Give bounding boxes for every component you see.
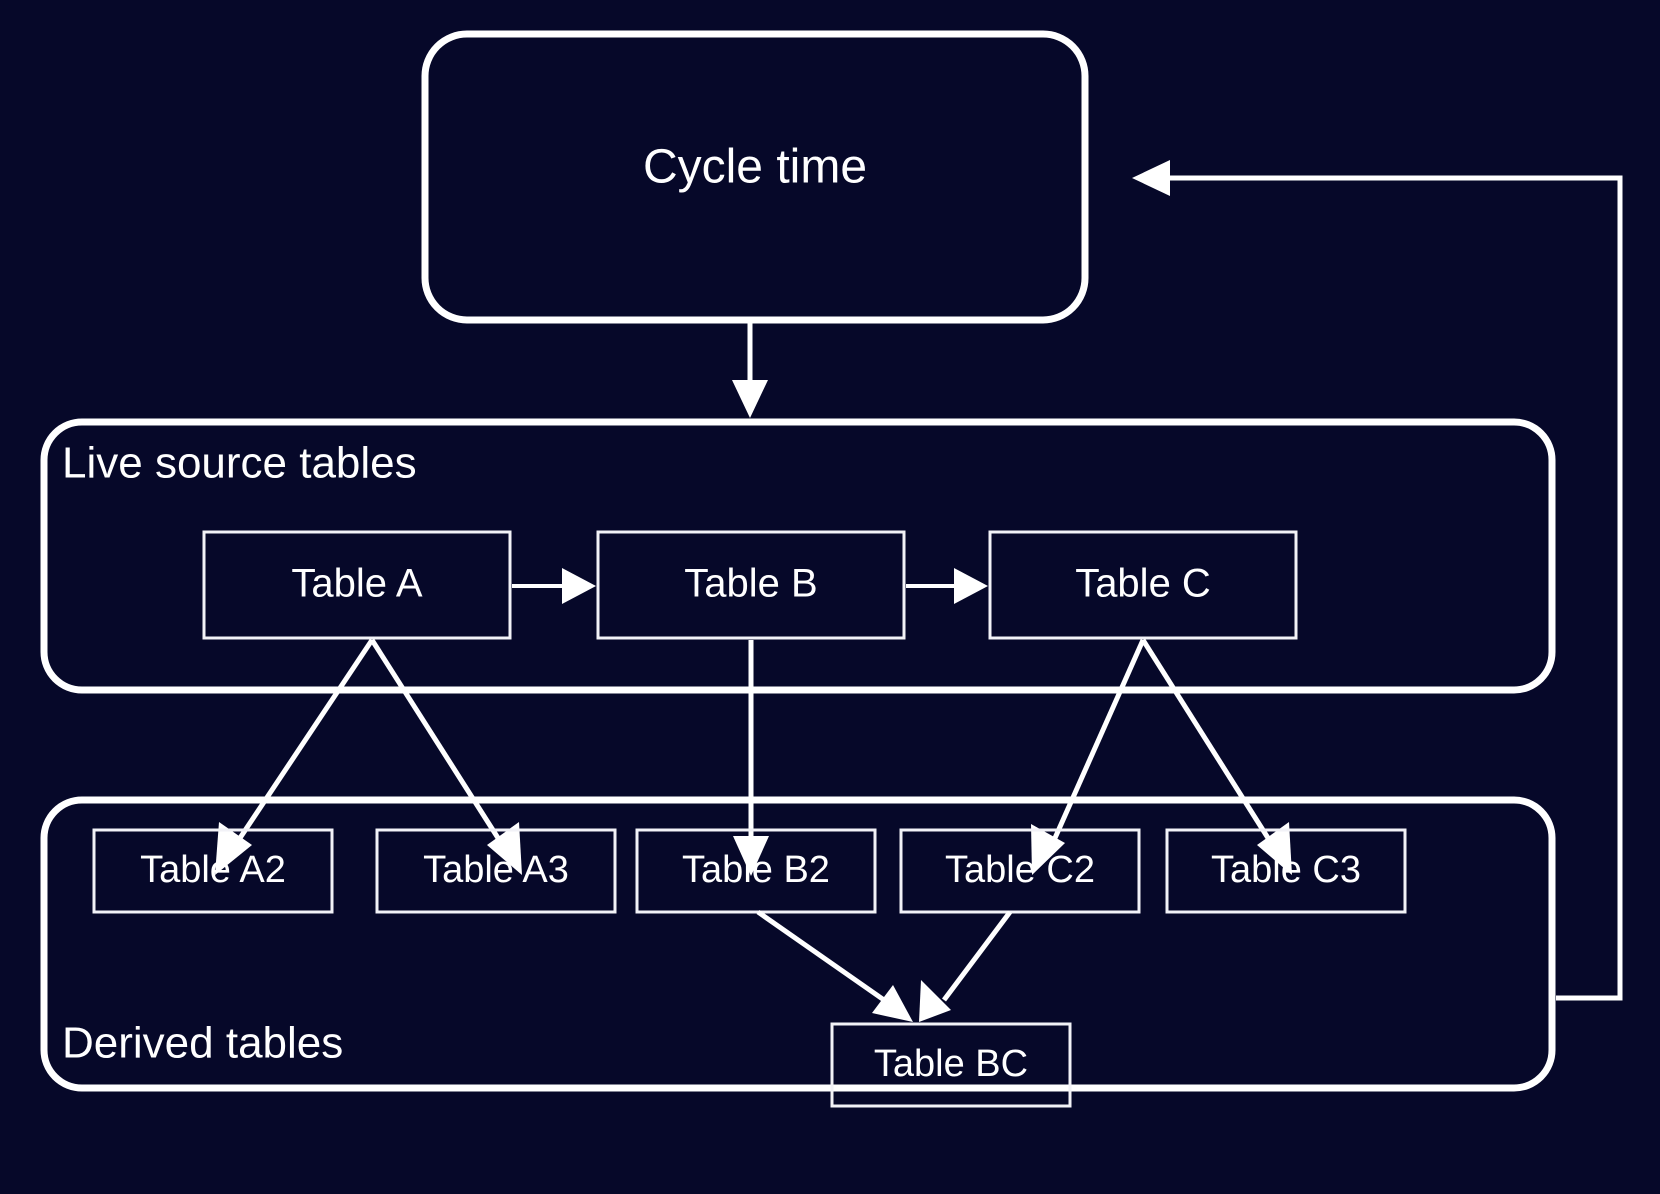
arrow-head-icon xyxy=(1031,824,1065,875)
table-a3-label: Table A3 xyxy=(423,849,569,891)
edge-table-a-to-table-b xyxy=(512,568,596,604)
cycle-time-label: Cycle time xyxy=(643,141,867,194)
node-table-b[interactable]: Table B xyxy=(596,530,906,640)
table-b-label: Table B xyxy=(684,562,817,606)
table-c-label: Table C xyxy=(1075,562,1211,606)
arrow-head-left-icon xyxy=(1132,160,1170,196)
table-c3-label: Table C3 xyxy=(1211,849,1361,891)
table-c3-box xyxy=(1165,828,1407,914)
edge-table-a-to-table-a2 xyxy=(215,638,375,875)
table-c2-box xyxy=(899,828,1141,914)
arrow-head-icon xyxy=(1257,822,1292,875)
table-a-label: Table A xyxy=(291,562,423,606)
derived-tables-box xyxy=(40,796,1556,1092)
table-a2-box xyxy=(92,828,334,914)
node-table-bc[interactable]: Table BC xyxy=(830,1022,1072,1108)
table-c-box xyxy=(988,530,1298,640)
table-b2-box xyxy=(635,828,877,914)
table-b2-label: Table B2 xyxy=(682,849,830,891)
edge-table-b-to-table-c xyxy=(906,568,988,604)
edge-table-b2-to-table-bc xyxy=(756,909,913,1022)
table-a-box xyxy=(202,530,512,640)
arrow-head-down-icon xyxy=(732,380,768,418)
node-table-c2[interactable]: Table C2 xyxy=(899,828,1141,914)
edge-table-c2-to-table-bc xyxy=(919,910,1012,1022)
live-source-tables-box xyxy=(40,418,1556,694)
node-table-a2[interactable]: Table A2 xyxy=(92,828,334,914)
edge-table-c-to-table-c2 xyxy=(1031,638,1146,875)
arrow-head-right-icon xyxy=(562,568,596,604)
node-table-c[interactable]: Table C xyxy=(988,530,1298,640)
edge-table-a-to-table-a3 xyxy=(369,638,522,875)
arrow-head-icon xyxy=(919,980,951,1022)
group-live-source-tables: Live source tables xyxy=(40,418,1556,694)
edge-derived-tables-to-cycle-time xyxy=(1132,160,1623,1001)
arrow-head-down-icon xyxy=(733,836,769,876)
table-a3-box xyxy=(375,828,617,914)
node-cycle-time[interactable]: Cycle time xyxy=(421,30,1089,324)
node-table-a3[interactable]: Table A3 xyxy=(375,828,617,914)
node-table-a[interactable]: Table A xyxy=(202,530,512,640)
edge-cycle-time-to-live-source xyxy=(732,320,768,418)
node-table-b2[interactable]: Table B2 xyxy=(635,828,877,914)
table-bc-label: Table BC xyxy=(874,1043,1028,1085)
arrow-head-right-icon xyxy=(954,568,988,604)
table-a2-label: Table A2 xyxy=(140,849,286,891)
edge-table-c-to-table-c3 xyxy=(1140,638,1292,875)
arrow-head-icon xyxy=(872,985,913,1022)
node-table-c3[interactable]: Table C3 xyxy=(1165,828,1407,914)
group-derived-tables: Derived tables xyxy=(40,796,1556,1092)
arrow-head-icon xyxy=(487,822,522,875)
arrow-head-icon xyxy=(215,822,252,875)
edge-table-b-to-table-b2 xyxy=(733,640,769,876)
live-source-tables-label: Live source tables xyxy=(62,439,417,488)
cycle-time-box xyxy=(421,30,1089,324)
derived-tables-label: Derived tables xyxy=(62,1019,343,1068)
table-bc-box xyxy=(830,1022,1072,1108)
table-b-box xyxy=(596,530,906,640)
table-c2-label: Table C2 xyxy=(945,849,1095,891)
